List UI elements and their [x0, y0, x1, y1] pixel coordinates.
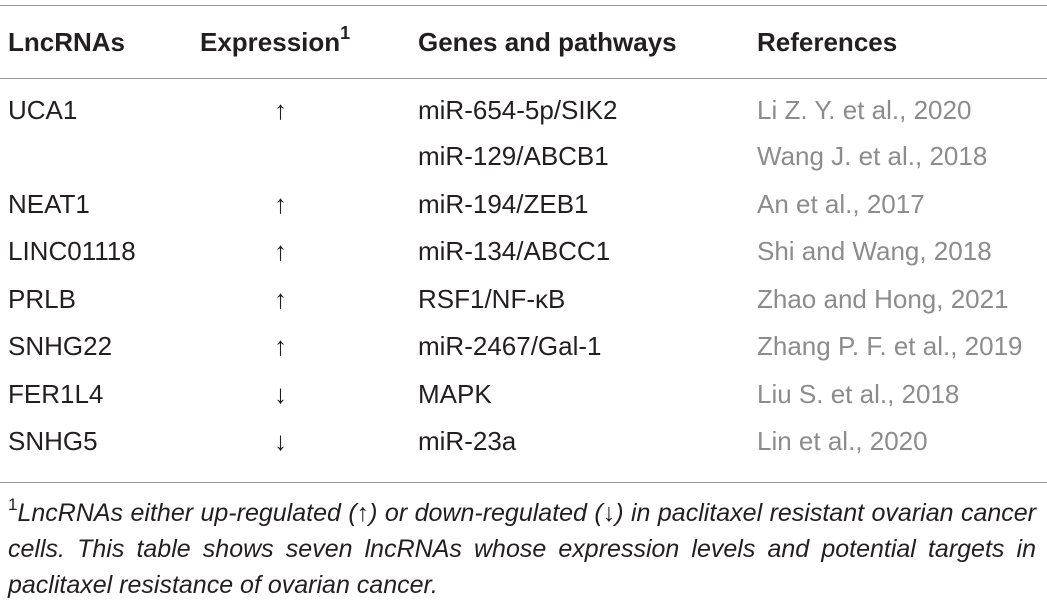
cell-expression: ↑ — [274, 283, 287, 314]
cell-reference: Zhang P. F. et al., 2019 — [757, 331, 1023, 362]
cell-genes: miR-129/ABCB1 — [418, 141, 609, 172]
table-row: FER1L4 ↓ MAPK Liu S. et al., 2018 — [0, 371, 1047, 419]
table-row: UCA1 ↑ miR-654-5p/SIK2 Li Z. Y. et al., … — [0, 78, 1047, 133]
bottom-rule — [0, 482, 1047, 483]
header-expression-label: Expression — [200, 26, 341, 57]
table-row: miR-129/ABCB1 Wang J. et al., 2018 — [0, 133, 1047, 181]
cell-lncrna: LINC01118 — [8, 236, 136, 267]
cell-reference: Zhao and Hong, 2021 — [757, 283, 1009, 314]
footnote-marker: 1 — [340, 22, 351, 43]
cell-lncrna: FER1L4 — [8, 378, 104, 409]
cell-genes: miR-23a — [418, 426, 517, 457]
cell-genes: miR-134/ABCC1 — [418, 236, 611, 267]
lncrna-table: LncRNAs Expression1 Genes and pathways R… — [0, 6, 1047, 466]
table-row: SNHG22 ↑ miR-2467/Gal-1 Zhang P. F. et a… — [0, 323, 1047, 371]
footnote-text: LncRNAs either up-regulated (↑) or down-… — [8, 499, 1036, 599]
table-row: SNHG5 ↓ miR-23a Lin et al., 2020 — [0, 418, 1047, 466]
cell-lncrna: UCA1 — [8, 95, 78, 125]
table-row: LINC01118 ↑ miR-134/ABCC1 Shi and Wang, … — [0, 228, 1047, 276]
cell-reference: Shi and Wang, 2018 — [757, 236, 992, 267]
cell-lncrna: SNHG22 — [8, 331, 113, 362]
footnote-number: 1 — [8, 495, 18, 514]
cell-lncrna: NEAT1 — [8, 188, 90, 219]
cell-reference: An et al., 2017 — [757, 188, 925, 219]
cell-lncrna — [0, 133, 198, 181]
cell-expression: ↑ — [274, 95, 287, 125]
header-lncrnas: LncRNAs — [8, 26, 126, 57]
cell-expression: ↑ — [274, 188, 287, 219]
cell-expression — [198, 133, 418, 181]
cell-expression: ↑ — [274, 236, 287, 267]
cell-genes: miR-654-5p/SIK2 — [418, 95, 618, 125]
cell-lncrna: SNHG5 — [8, 426, 98, 457]
table-row: NEAT1 ↑ miR-194/ZEB1 An et al., 2017 — [0, 181, 1047, 229]
cell-expression: ↓ — [274, 378, 287, 409]
header-rule — [0, 78, 1047, 79]
cell-genes: miR-194/ZEB1 — [418, 188, 589, 219]
cell-expression: ↑ — [274, 331, 287, 362]
cell-reference: Lin et al., 2020 — [757, 426, 928, 457]
table-footnote: 1LncRNAs either up-regulated (↑) or down… — [8, 495, 1036, 603]
cell-reference: Wang J. et al., 2018 — [757, 141, 988, 172]
cell-lncrna: PRLB — [8, 283, 76, 314]
header-expression: Expression1 — [198, 6, 418, 78]
header-row: LncRNAs Expression1 Genes and pathways R… — [0, 6, 1047, 78]
top-rule — [0, 5, 1047, 6]
cell-genes: RSF1/NF-κB — [418, 283, 566, 314]
cell-reference: Liu S. et al., 2018 — [757, 378, 960, 409]
header-references: References — [757, 26, 898, 57]
table-row: PRLB ↑ RSF1/NF-κB Zhao and Hong, 2021 — [0, 276, 1047, 324]
header-genes-pathways: Genes and pathways — [418, 26, 677, 57]
cell-genes: MAPK — [418, 378, 492, 409]
cell-genes: miR-2467/Gal-1 — [418, 331, 602, 362]
cell-reference: Li Z. Y. et al., 2020 — [757, 95, 972, 125]
cell-expression: ↓ — [274, 426, 287, 457]
